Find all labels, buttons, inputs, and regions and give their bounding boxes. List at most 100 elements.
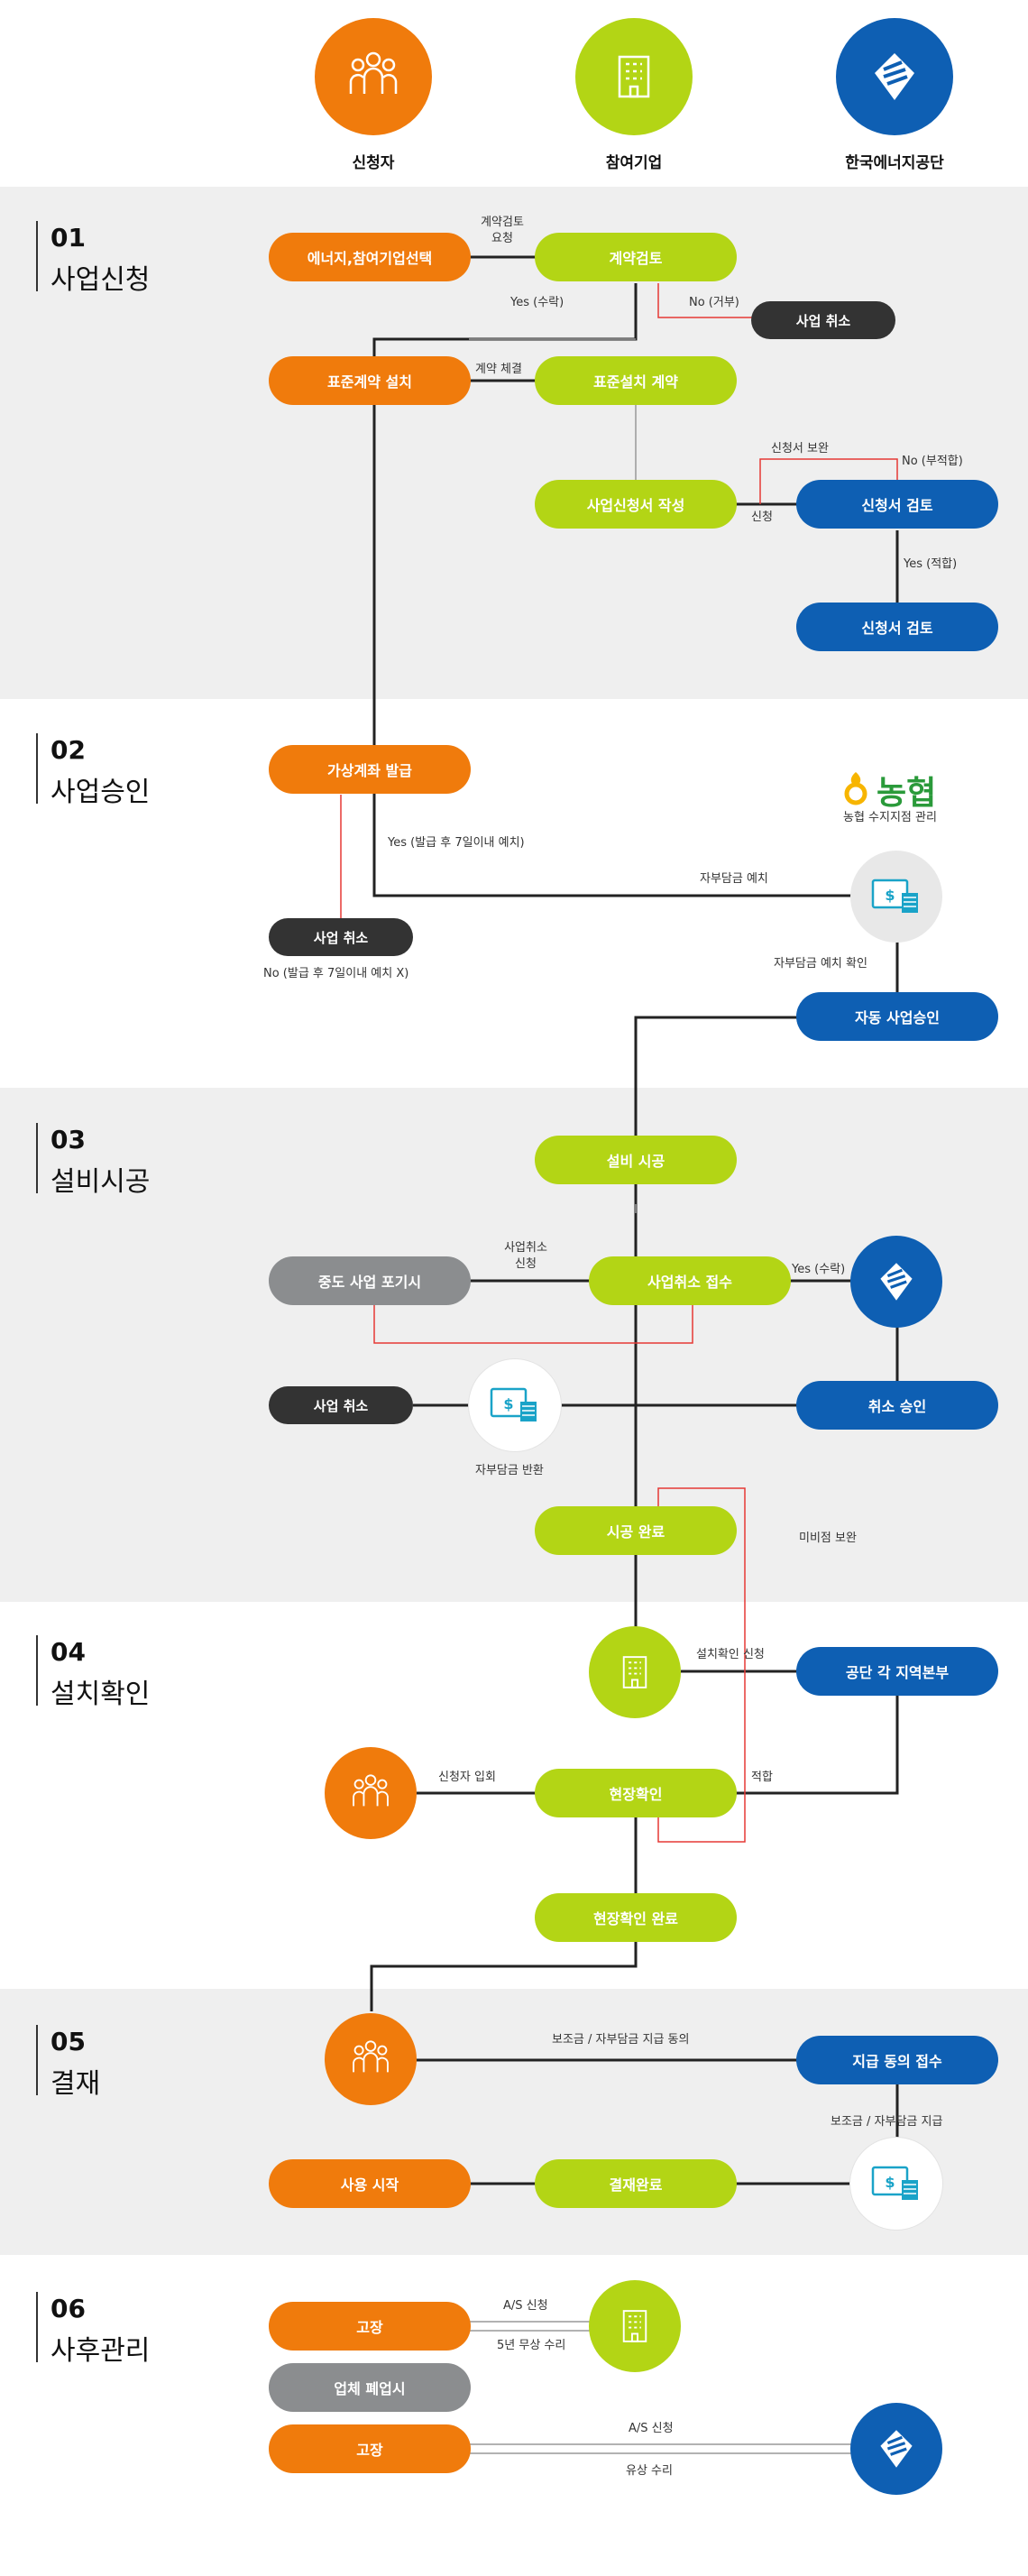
write-application-step: 사업신청서 작성 xyxy=(535,480,737,529)
label-contract-sign: 계약 체결 xyxy=(475,363,522,376)
applicant-header-icon xyxy=(315,18,432,135)
label-contract-request: 계약검토 요청 xyxy=(481,216,524,245)
label-apply: 신청 xyxy=(751,511,773,524)
bank-transfer-icon: $ xyxy=(490,1387,537,1421)
section-02-title: 사업승인 xyxy=(50,777,151,808)
label-applicant-attend: 신청자 입회 xyxy=(438,1771,496,1784)
building-icon xyxy=(622,1656,647,1688)
applicant-attend-icon xyxy=(325,1747,417,1839)
people-icon xyxy=(353,1774,389,1807)
nh-leaf-icon xyxy=(844,772,867,805)
agency-header-icon xyxy=(836,18,953,135)
building-icon xyxy=(622,2310,647,2342)
label-cancel-apply: 사업취소 신청 xyxy=(504,1241,547,1271)
section-05-number: 05 xyxy=(50,2027,86,2056)
label-no-reject: No (거부) xyxy=(689,296,739,309)
label-payment-agree: 보조금 / 자부담금 지급 동의 xyxy=(552,2033,690,2047)
cancel-step-3: 사업 취소 xyxy=(269,1386,413,1424)
deposit-icon-circle: $ xyxy=(850,851,942,943)
section-02-number: 02 xyxy=(50,735,86,765)
cancel-approve-step: 취소 승인 xyxy=(796,1381,998,1430)
applicant-payment-icon xyxy=(325,2013,417,2105)
label-as-request-1: A/S 신청 xyxy=(503,2299,548,2313)
svg-text:$: $ xyxy=(885,2174,895,2191)
section-06-bar xyxy=(36,2292,38,2362)
cancel-step-1: 사업 취소 xyxy=(751,301,895,339)
applicant-header-label: 신청자 xyxy=(352,154,395,172)
label-paid-repair: 유상 수리 xyxy=(626,2464,673,2478)
construction-complete-step: 시공 완료 xyxy=(535,1506,737,1555)
label-no-unfit: No (부적합) xyxy=(902,455,963,468)
section-04-title: 설치확인 xyxy=(50,1679,151,1710)
section-06-title: 사후관리 xyxy=(50,2335,151,2367)
refund-icon-circle: $ xyxy=(469,1359,561,1451)
company-closed-step: 업체 폐업시 xyxy=(269,2363,471,2412)
site-check-step: 현장확인 xyxy=(535,1769,737,1817)
label-payment: 보조금 / 자부담금 지급 xyxy=(831,2115,943,2129)
label-yes-deposit: Yes (발급 후 7일이내 예치) xyxy=(388,836,525,850)
fault-step-1: 고장 xyxy=(269,2302,471,2351)
label-supplement: 신청서 보완 xyxy=(771,442,829,455)
section-02-bar xyxy=(36,733,38,804)
label-yes-fit: Yes (적합) xyxy=(904,557,958,571)
label-fit: 적합 xyxy=(751,1771,773,1784)
nh-logo: 농협 xyxy=(840,768,949,812)
section-03-bar xyxy=(36,1123,38,1193)
section-04-number: 04 xyxy=(50,1637,86,1667)
energy-select-step: 에너지,참여기업선택 xyxy=(269,233,471,281)
bank-transfer-icon: $ xyxy=(871,2166,918,2200)
construct-step: 설비 시공 xyxy=(535,1136,737,1184)
review-application-step: 신청서 검토 xyxy=(796,480,998,529)
label-deposit: 자부담금 예치 xyxy=(700,872,768,886)
regional-office-step: 공단 각 지역본부 xyxy=(796,1647,998,1696)
svg-text:$: $ xyxy=(885,887,895,904)
label-yes-accept: Yes (수락) xyxy=(510,296,564,309)
section-06-number: 06 xyxy=(50,2294,86,2323)
start-use-step: 사용 시작 xyxy=(269,2159,471,2208)
svg-text:$: $ xyxy=(503,1395,513,1412)
label-refund: 자부담금 반환 xyxy=(475,1464,544,1477)
company-repair-icon xyxy=(589,2280,681,2372)
label-as-request-2: A/S 신청 xyxy=(629,2422,674,2435)
company-header-label: 참여기업 xyxy=(605,154,663,172)
cancel-step-2: 사업 취소 xyxy=(269,918,413,956)
agency-header-label: 한국에너지공단 xyxy=(845,154,944,172)
people-icon xyxy=(353,2040,389,2073)
site-check-done-step: 현장확인 완료 xyxy=(535,1893,737,1942)
section-01-bar xyxy=(36,221,38,291)
fault-step-2: 고장 xyxy=(269,2424,471,2473)
band-section-03 xyxy=(0,1088,1028,1602)
agency-repair-icon xyxy=(850,2403,942,2495)
section-03-title: 설비시공 xyxy=(50,1166,151,1198)
energy-agency-logo-icon xyxy=(880,2430,913,2468)
section-04-bar xyxy=(36,1635,38,1706)
label-yes-accept-3: Yes (수락) xyxy=(792,1263,846,1276)
company-install-icon xyxy=(589,1626,681,1718)
label-deposit-confirm: 자부담금 예치 확인 xyxy=(774,957,867,971)
energy-agency-logo-icon xyxy=(875,53,914,100)
section-03-number: 03 xyxy=(50,1125,86,1155)
payment-complete-step: 결재완료 xyxy=(535,2159,737,2208)
company-header-icon xyxy=(575,18,693,135)
auto-approve-step: 자동 사업승인 xyxy=(796,992,998,1041)
label-free-repair: 5년 무상 수리 xyxy=(497,2339,566,2352)
virtual-account-step: 가상계좌 발급 xyxy=(269,745,471,794)
energy-agency-logo-icon xyxy=(880,1263,913,1301)
review-application-step-2: 신청서 검토 xyxy=(796,603,998,651)
people-icon xyxy=(349,51,398,94)
section-01-title: 사업신청 xyxy=(50,264,151,296)
label-no-deposit: No (발급 후 7일이내 예치 X) xyxy=(263,967,409,980)
label-install-request: 설치확인 신청 xyxy=(696,1648,765,1661)
standard-contract-step: 표준설치 계약 xyxy=(535,356,737,405)
payment-agree-step: 지급 동의 접수 xyxy=(796,2036,998,2084)
payment-icon-circle: $ xyxy=(850,2138,942,2230)
contract-review-step: 계약검토 xyxy=(535,233,737,281)
section-05-bar xyxy=(36,2025,38,2095)
section-05-title: 결재 xyxy=(50,2068,101,2100)
agency-approve-icon xyxy=(850,1236,942,1328)
abandon-step: 중도 사업 포기시 xyxy=(269,1256,471,1305)
bank-transfer-icon: $ xyxy=(871,879,918,913)
section-01-number: 01 xyxy=(50,223,86,253)
nh-brand-text: 농협 xyxy=(877,775,937,812)
